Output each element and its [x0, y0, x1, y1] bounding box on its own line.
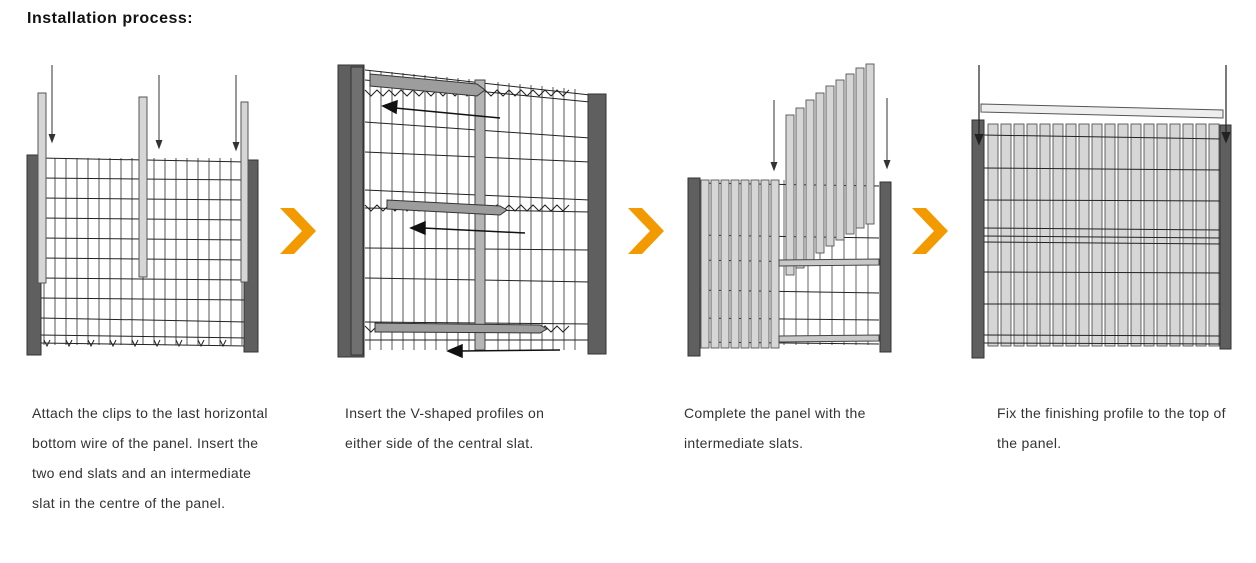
- step-3-illustration: [687, 63, 892, 357]
- chevron-right-icon: [280, 208, 316, 254]
- step-4-illustration: [971, 65, 1232, 359]
- step-2-illustration: [337, 64, 607, 359]
- chevron-right-icon: [628, 208, 664, 254]
- step-4-description: Fix the finishing profile to the top of …: [997, 405, 1226, 451]
- step-3-description: Complete the panel with the intermediate…: [684, 405, 866, 451]
- step-2-description: Insert the V-shaped profiles on either s…: [345, 405, 545, 451]
- page-title: Installation process:: [27, 10, 194, 27]
- step-1-description: Attach the clips to the last horizontal …: [32, 405, 268, 511]
- chevron-right-icon: [912, 208, 948, 254]
- step-1-illustration: [26, 65, 259, 356]
